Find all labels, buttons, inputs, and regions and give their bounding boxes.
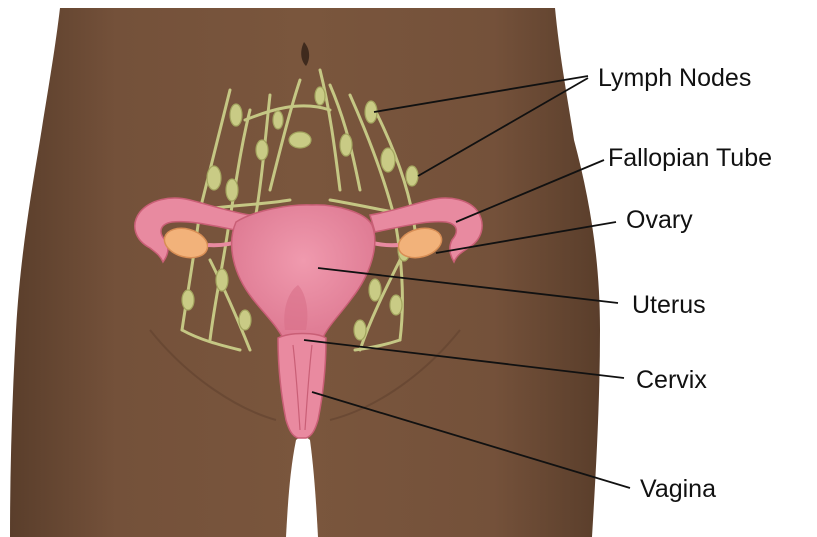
label-vagina: Vagina bbox=[640, 475, 716, 503]
label-ovary: Ovary bbox=[626, 206, 693, 234]
label-fallopian-tube: Fallopian Tube bbox=[608, 144, 772, 172]
label-cervix: Cervix bbox=[636, 366, 707, 394]
label-lymph-nodes: Lymph Nodes bbox=[598, 64, 751, 92]
label-uterus: Uterus bbox=[632, 291, 706, 319]
